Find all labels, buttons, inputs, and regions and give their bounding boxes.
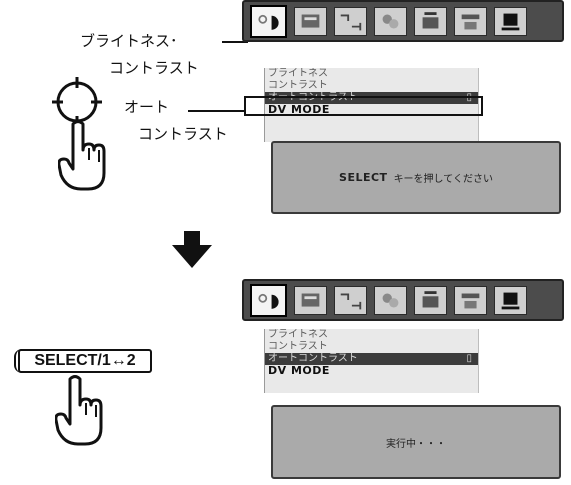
brightness-contrast-icon[interactable]: [250, 5, 287, 38]
message-text: キーを押してください: [393, 174, 493, 185]
callout-brightness-leader: [222, 41, 248, 43]
picture-icon[interactable]: [294, 7, 327, 36]
callout-auto-line1: オート: [124, 98, 170, 116]
pointing-hand-icon: [55, 375, 103, 446]
message-text: 実行中・・・: [386, 438, 446, 450]
pointing-hand-icon: [58, 120, 106, 191]
osd-menu-top: ブライトネス コントラスト オートコントラスト ▯ DV MODE: [264, 68, 479, 142]
picture-icon[interactable]: [294, 286, 327, 315]
menu-item-brightness[interactable]: ブライトネス: [268, 329, 328, 340]
callout-auto-contrast: オート コントラスト: [124, 94, 228, 148]
osd-toolbar-top: [242, 0, 564, 42]
callout-auto-line2: コントラスト: [138, 125, 228, 143]
callout-brightness-contrast: ブライトネス･ コントラスト: [80, 28, 199, 82]
display-icon[interactable]: [494, 7, 527, 36]
message-key-name: SELECT: [339, 171, 388, 184]
color-icon[interactable]: [374, 286, 407, 315]
menu-item-label: オートコントラスト: [268, 353, 358, 364]
enter-mark-icon: ▯: [466, 353, 472, 364]
menu-item-auto-contrast[interactable]: オートコントラスト ▯: [265, 353, 478, 365]
menu-item-dv-mode[interactable]: DV MODE: [268, 104, 330, 116]
osd-toolbar-bottom: [242, 279, 564, 321]
input-setting-icon[interactable]: [454, 286, 487, 315]
brightness-contrast-icon[interactable]: [250, 284, 287, 317]
menu-item-brightness[interactable]: ブライトネス: [268, 68, 328, 79]
osd-menu-bottom: ブライトネス コントラスト オートコントラスト ▯ DV MODE: [264, 329, 479, 393]
menu-item-contrast[interactable]: コントラスト: [268, 80, 328, 91]
color-icon[interactable]: [374, 7, 407, 36]
callout-auto-leader: [188, 110, 246, 112]
size-position-icon[interactable]: [334, 286, 367, 315]
input-setting-icon[interactable]: [454, 7, 487, 36]
callout-brightness-line1: ブライトネス･: [80, 32, 178, 50]
down-arrow-icon: [172, 231, 212, 268]
message-box-top: SELECT キーを押してください: [271, 141, 561, 214]
callout-brightness-line2: コントラスト: [109, 59, 199, 77]
display-icon[interactable]: [494, 286, 527, 315]
menu-item-contrast[interactable]: コントラスト: [268, 341, 328, 352]
callout-highlight-box: [244, 96, 483, 116]
menu-item-dv-mode[interactable]: DV MODE: [268, 365, 330, 377]
image-adjust-icon[interactable]: [414, 286, 447, 315]
size-position-icon[interactable]: [334, 7, 367, 36]
message-box-bottom: 実行中・・・: [271, 405, 561, 479]
select-key-button[interactable]: SELECT/1↔2: [14, 349, 152, 373]
image-adjust-icon[interactable]: [414, 7, 447, 36]
